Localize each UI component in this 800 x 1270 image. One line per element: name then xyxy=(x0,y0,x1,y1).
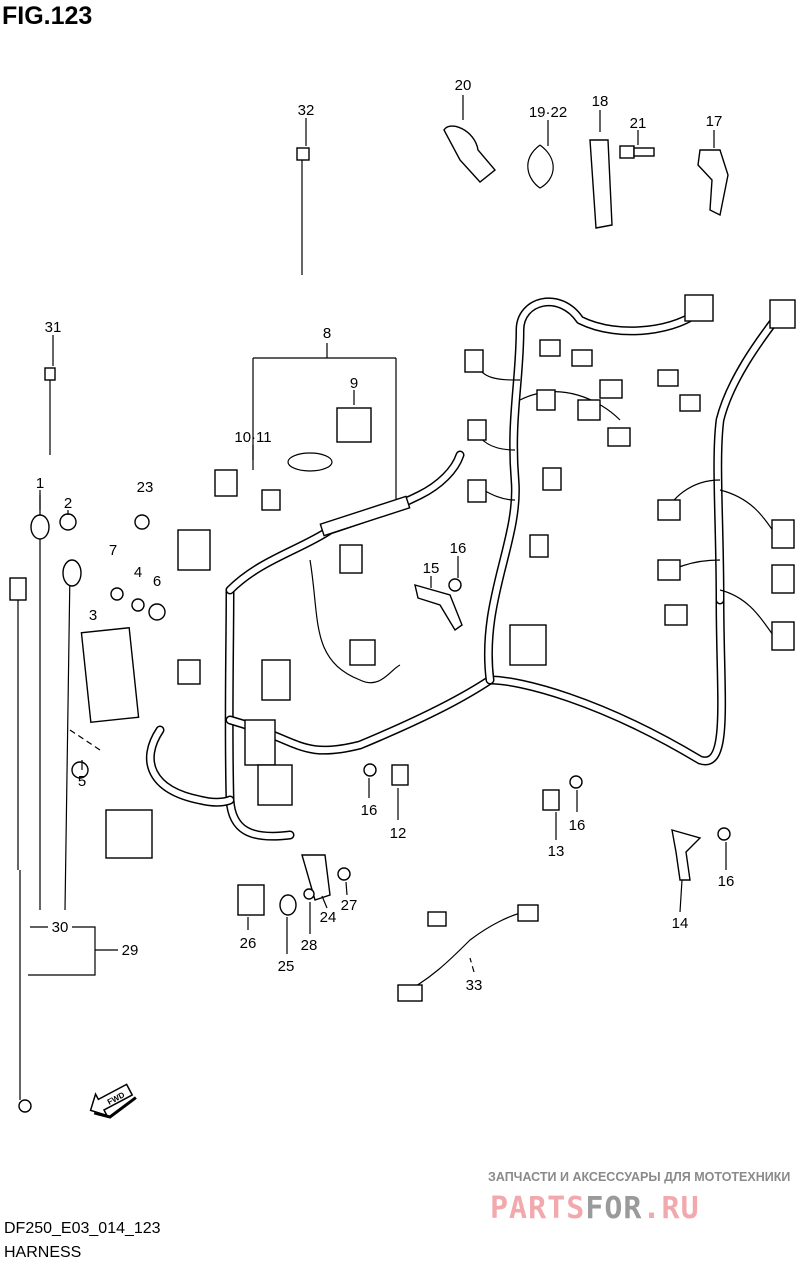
part-label-15[interactable]: 15 xyxy=(423,560,440,577)
figure-title: FIG.123 xyxy=(2,2,93,30)
part-label-25[interactable]: 25 xyxy=(278,958,295,975)
part-label-13[interactable]: 13 xyxy=(548,843,565,860)
part-label-6[interactable]: 6 xyxy=(153,573,161,590)
part-label-5[interactable]: 5 xyxy=(78,773,86,790)
leader-lines xyxy=(28,95,727,976)
part-label-21[interactable]: 21 xyxy=(630,115,647,132)
part-label-4[interactable]: 4 xyxy=(134,564,142,581)
small-parts xyxy=(9,125,731,1113)
part-label-16[interactable]: 16 xyxy=(361,802,378,819)
part-label-19-22[interactable]: 19·22 xyxy=(529,104,567,121)
part-label-23[interactable]: 23 xyxy=(137,479,154,496)
part-label-33[interactable]: 33 xyxy=(466,977,483,994)
part-label-26[interactable]: 26 xyxy=(240,935,257,952)
part-label-14[interactable]: 14 xyxy=(672,915,689,932)
part-label-7[interactable]: 7 xyxy=(109,542,117,559)
part-label-12[interactable]: 12 xyxy=(390,825,407,842)
part-label-31[interactable]: 31 xyxy=(45,319,62,336)
part-label-2[interactable]: 2 xyxy=(64,495,72,512)
part-label-16[interactable]: 16 xyxy=(718,873,735,890)
part-label-27[interactable]: 27 xyxy=(341,897,358,914)
part-label-28[interactable]: 28 xyxy=(301,937,318,954)
connectors xyxy=(105,294,796,859)
part-label-24[interactable]: 24 xyxy=(320,909,337,926)
part-label-18[interactable]: 18 xyxy=(592,93,609,110)
part-label-32[interactable]: 32 xyxy=(298,102,315,119)
part-label-16[interactable]: 16 xyxy=(569,817,586,834)
diagram-name: HARNESS xyxy=(4,1244,82,1261)
part-label-9[interactable]: 9 xyxy=(350,375,358,392)
part-label-10-11[interactable]: 10·11 xyxy=(234,429,271,446)
part-label-3[interactable]: 3 xyxy=(89,607,97,624)
part-label-20[interactable]: 20 xyxy=(455,77,472,94)
part-label-8[interactable]: 8 xyxy=(323,325,331,342)
part-label-29[interactable]: 29 xyxy=(122,942,139,959)
diagram-code: DF250_E03_014_123 xyxy=(4,1220,161,1237)
forward-arrow-icon: FWD xyxy=(89,1083,137,1119)
part-label-17[interactable]: 17 xyxy=(706,113,723,130)
part-label-16[interactable]: 16 xyxy=(450,540,467,557)
watermark-tagline: ЗАПЧАСТИ И АКСЕССУАРЫ ДЛЯ МОТОТЕХНИКИ xyxy=(488,1170,791,1184)
part-labels: 20 32 19·22 18 21 17 31 8 9 10·11 23 1 2… xyxy=(36,77,735,994)
part-label-1[interactable]: 1 xyxy=(36,475,44,492)
watermark-logo: PARTSFOR.RU xyxy=(490,1191,700,1226)
part-label-30[interactable]: 30 xyxy=(52,919,69,936)
